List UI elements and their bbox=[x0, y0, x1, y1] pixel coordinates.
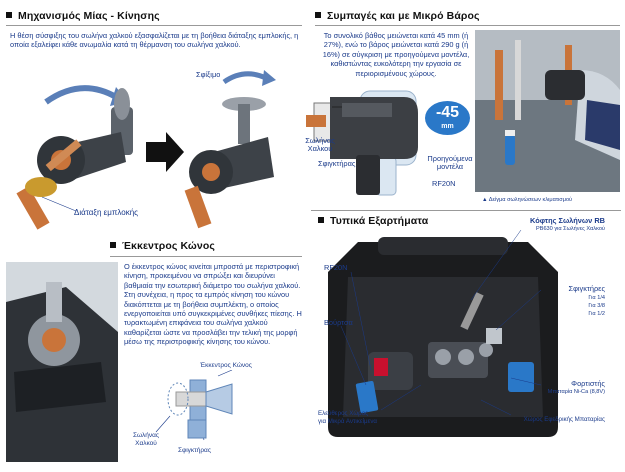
label-clamp: Σφιγκτήρας bbox=[318, 159, 356, 168]
label-clamp: Σφιγκτήρας bbox=[178, 447, 211, 454]
divider bbox=[315, 25, 620, 26]
label-clamp: Σφίξιμο bbox=[196, 70, 221, 79]
compact-title: Συμπαγές και με Μικρό Βάρος bbox=[315, 10, 480, 22]
box-top-border bbox=[311, 210, 621, 211]
cone-title: Έκκεντρος Κώνος bbox=[110, 240, 215, 252]
label-free-space-sub: για Μικρά Αντικείμενα bbox=[318, 418, 378, 425]
brush-icon bbox=[355, 380, 379, 414]
arrow-right-icon bbox=[146, 132, 184, 172]
label-model: RF20N bbox=[324, 263, 348, 272]
cone-body: Ο έκκεντρος κώνος κινείται μπροστά με πε… bbox=[124, 262, 302, 347]
cone-photo bbox=[6, 262, 118, 462]
label-clamp-3-8: Για 3/8 bbox=[588, 303, 605, 309]
rotation-arrow-icon bbox=[44, 85, 118, 105]
accessories-title: Τυπικά Εξαρτήματα bbox=[318, 215, 428, 227]
label-brush: Βούρτσα bbox=[324, 318, 353, 327]
label-battery-space: Χώρος Εφεδρικής Μπαταρίας bbox=[523, 416, 605, 423]
leader-lines bbox=[340, 229, 542, 416]
tool-case-illustration bbox=[328, 237, 558, 437]
bullet-square-icon bbox=[6, 12, 12, 18]
triangle-bullet-icon: ▲ bbox=[482, 197, 489, 203]
label-model: RF20N bbox=[432, 179, 456, 188]
label-free-space: Ελεύθερος Χώρος bbox=[318, 410, 369, 417]
label-clamp-1-2: Για 1/2 bbox=[588, 311, 605, 317]
depth-reduction-badge: -45 mm bbox=[425, 101, 470, 135]
clamp-tool-left bbox=[37, 88, 133, 184]
label-charger: Φορτιστής bbox=[571, 379, 605, 388]
compact-body: Το συνολικό βάθος μειώνεται κατά 45 mm (… bbox=[322, 31, 470, 78]
bullet-square-icon bbox=[110, 242, 116, 248]
compact-tool-illustration bbox=[306, 90, 418, 196]
label-copper-pipe: Σωλήνας Χαλκού bbox=[133, 432, 159, 447]
cone-diagram bbox=[155, 370, 233, 441]
bullet-square-icon bbox=[318, 217, 324, 223]
label-charger-sub: Μπαταρία Ni-Ca (8,8V) bbox=[547, 389, 605, 395]
divider bbox=[6, 25, 302, 26]
label-pipe-cutter: Κόφτης Σωλήνων RB bbox=[530, 216, 605, 225]
divider bbox=[110, 256, 302, 257]
mechanism-title: Μηχανισμός Μίας - Κίνησης bbox=[6, 10, 160, 22]
photo-caption: ▲ Δείγμα σωληνώσεων κλιματισμού bbox=[482, 197, 573, 203]
label-copper-pipe: Σωλήνας Χαλκού bbox=[305, 136, 335, 153]
mechanism-illustration bbox=[16, 70, 276, 230]
label-lock-device: Διάταξη εμπλοκής bbox=[74, 208, 138, 217]
workshop-photo bbox=[475, 30, 620, 192]
label-clamp-1-4: Για 1/4 bbox=[588, 295, 605, 301]
label-eccentric-cone: Έκκεντρος Κώνος bbox=[200, 362, 252, 369]
label-pipe-cutter-sub: PB630 για Σωλήνες Χαλκού bbox=[535, 226, 605, 232]
label-previous-models: Προηγούμενα μοντέλα bbox=[427, 154, 473, 171]
clamp-tool-right bbox=[189, 97, 274, 194]
label-clamps: Σφιγκτήρες bbox=[568, 284, 605, 293]
bullet-square-icon bbox=[315, 12, 321, 18]
mechanism-body: Η θέση σύσφιξης του σωλήνα χαλκού εξασφα… bbox=[10, 31, 299, 50]
